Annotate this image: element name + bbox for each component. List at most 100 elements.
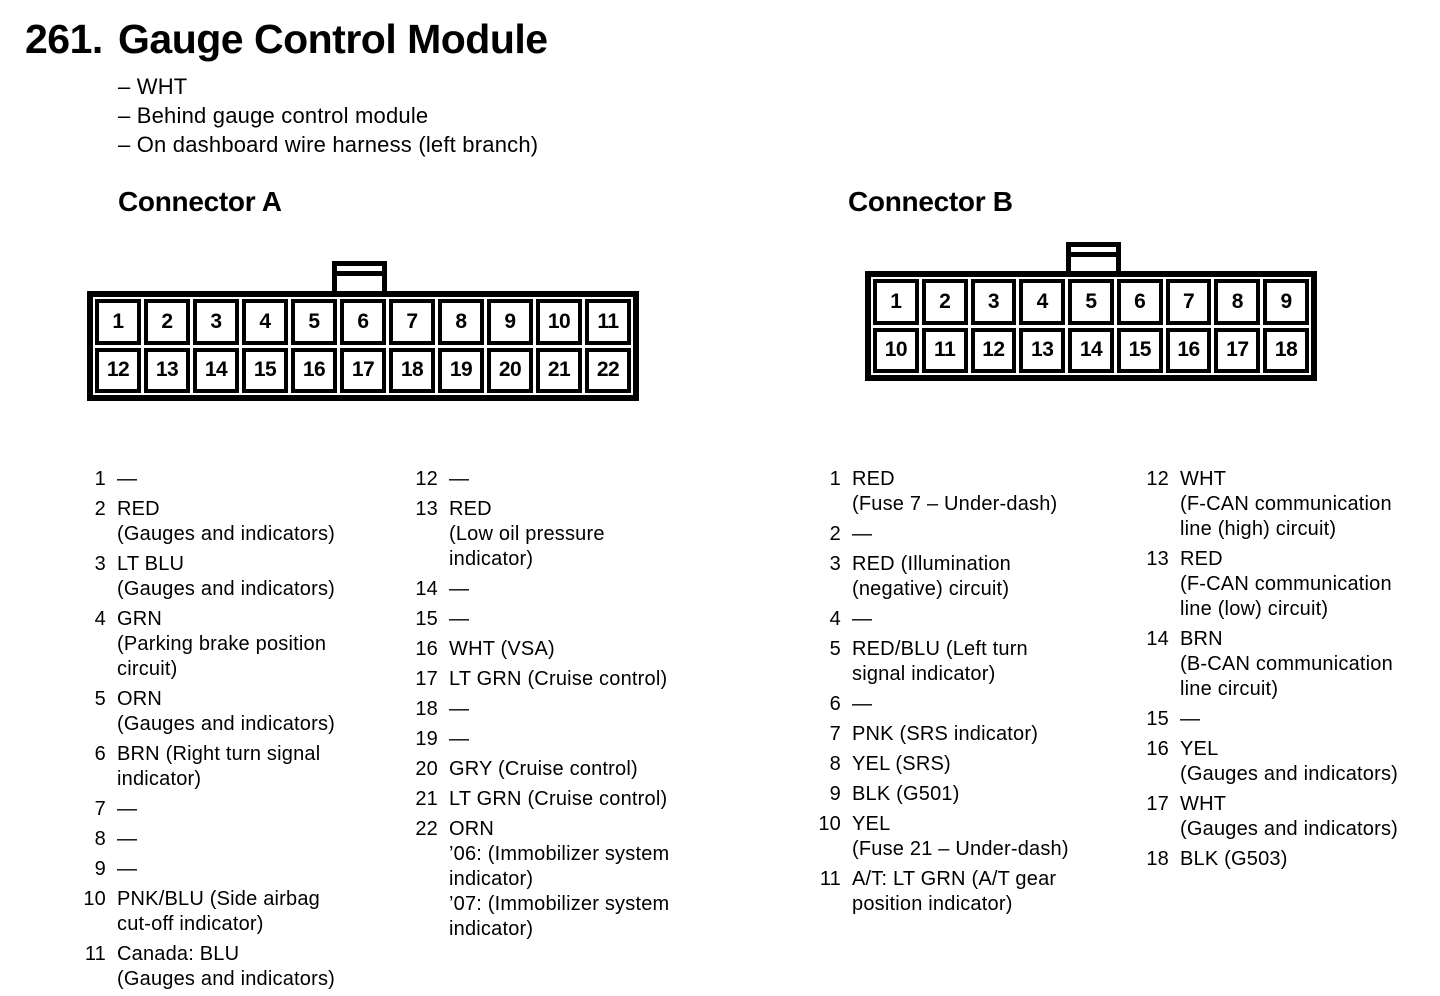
pin-number: 1 xyxy=(94,468,106,490)
connector-a-pin-cell: 19 xyxy=(438,347,484,393)
pin-description: — xyxy=(1180,708,1201,730)
pin-number: 2 xyxy=(94,498,106,520)
pin-number: 13 xyxy=(415,498,438,520)
pin-entry: 10 PNK/BLU (Side airbag cut-off indicato… xyxy=(79,887,414,937)
note-line: – On dashboard wire harness (left branch… xyxy=(118,132,539,157)
pin-number: 10 xyxy=(818,813,841,835)
connector-a-pin-cell: 17 xyxy=(340,347,386,393)
page-title: 261. Gauge Control Module xyxy=(25,16,548,63)
pin-entry: 18 — xyxy=(411,697,711,722)
pin-entry: 16 WHT (VSA) xyxy=(411,637,711,662)
connector-b-pin-list-col2: 12 WHT (F-CAN communication line (high) … xyxy=(1142,467,1438,877)
pin-description: — xyxy=(852,523,873,545)
connector-b-heading: Connector B xyxy=(848,186,1013,217)
pin-entry: 4 — xyxy=(814,607,1139,632)
connector-a-pin-cell: 4 xyxy=(242,299,288,345)
pin-entry: 6 — xyxy=(814,692,1139,717)
pin-entry: 12 WHT (F-CAN communication line (high) … xyxy=(1142,467,1438,542)
pin-number: 10 xyxy=(83,888,106,910)
pin-number: 3 xyxy=(94,553,106,575)
pin-number: 4 xyxy=(94,608,106,630)
pin-entry: 20 GRY (Cruise control) xyxy=(411,757,711,782)
connector-a-pin-cell: 1 xyxy=(95,299,141,345)
pin-description: WHT (F-CAN communication line (high) cir… xyxy=(1180,468,1392,540)
connector-a-pin-cell: 14 xyxy=(193,347,239,393)
pin-entry: 2 — xyxy=(814,522,1139,547)
pin-number: 18 xyxy=(415,698,438,720)
pin-number: 6 xyxy=(829,693,841,715)
pin-number: 15 xyxy=(415,608,438,630)
pin-description: — xyxy=(449,578,470,600)
pin-number: 4 xyxy=(829,608,841,630)
pin-number: 20 xyxy=(415,758,438,780)
pin-description: BLK (G503) xyxy=(1180,848,1288,870)
connector-a-heading: Connector A xyxy=(118,186,282,217)
pin-number: 5 xyxy=(94,688,106,710)
pin-description: PNK/BLU (Side airbag cut-off indicator) xyxy=(117,888,320,935)
pin-number: 22 xyxy=(415,818,438,840)
connector-b-pin-cell: 14 xyxy=(1068,327,1114,373)
pin-number: 9 xyxy=(94,858,106,880)
pin-description: PNK (SRS indicator) xyxy=(852,723,1039,745)
pin-description: — xyxy=(117,858,138,880)
pin-description: RED/BLU (Left turn signal indicator) xyxy=(852,638,1028,685)
pin-entry: 3 LT BLU (Gauges and indicators) xyxy=(79,552,414,602)
pin-description: RED (Illumination (negative) circuit) xyxy=(852,553,1012,600)
pin-entry: 22 ORN ’06: (Immobilizer system indicato… xyxy=(411,817,711,942)
connector-b-pin-cell: 10 xyxy=(873,327,919,373)
connector-b-pin-cell: 6 xyxy=(1116,279,1163,325)
pin-description: — xyxy=(449,728,470,750)
page-title-text: Gauge Control Module xyxy=(118,16,548,62)
pin-description: — xyxy=(117,828,138,850)
connector-a-pin-list-col1: 1 — 2 RED (Gauges and indicators) 3 LT B… xyxy=(79,467,414,996)
pin-entry: 21 LT GRN (Cruise control) xyxy=(411,787,711,812)
pin-number: 16 xyxy=(1146,738,1169,760)
pin-entry: 12 — xyxy=(411,467,711,492)
pin-entry: 11 Canada: BLU (Gauges and indicators) xyxy=(79,942,414,992)
pin-number: 8 xyxy=(829,753,841,775)
pin-entry: 17 LT GRN (Cruise control) xyxy=(411,667,711,692)
pin-number: 11 xyxy=(84,943,106,965)
pin-entry: 17 WHT (Gauges and indicators) xyxy=(1142,792,1438,842)
pin-number: 8 xyxy=(94,828,106,850)
pin-number: 17 xyxy=(1146,793,1169,815)
pin-description: ORN ’06: (Immobilizer system indicator) … xyxy=(449,818,670,940)
connector-a-pin-cell: 7 xyxy=(389,299,435,345)
pin-number: 13 xyxy=(1146,548,1169,570)
pin-entry: 2 RED (Gauges and indicators) xyxy=(79,497,414,547)
pin-description: YEL (SRS) xyxy=(852,753,951,775)
pin-description: BRN (B-CAN communication line circuit) xyxy=(1180,628,1393,700)
pin-entry: 11 A/T: LT GRN (A/T gear position indica… xyxy=(814,867,1139,917)
pin-description: A/T: LT GRN (A/T gear position indicator… xyxy=(852,868,1057,915)
pin-entry: 15 — xyxy=(1142,707,1438,732)
connector-a-pin-cell: 9 xyxy=(487,299,533,345)
pin-number: 12 xyxy=(415,468,438,490)
latch-slot xyxy=(337,271,382,276)
pin-entry: 18 BLK (G503) xyxy=(1142,847,1438,872)
pin-description: RED (F-CAN communication line (low) circ… xyxy=(1180,548,1392,620)
pin-description: RED (Gauges and indicators) xyxy=(117,498,336,545)
connector-b-pin-cell: 18 xyxy=(1263,327,1309,373)
pin-number: 19 xyxy=(415,728,438,750)
pin-entry: 14 — xyxy=(411,577,711,602)
connector-a-pin-cell: 15 xyxy=(242,347,288,393)
pin-description: WHT (Gauges and indicators) xyxy=(1180,793,1399,840)
pin-description: RED (Fuse 7 – Under-dash) xyxy=(852,468,1058,515)
pin-number: 16 xyxy=(415,638,438,660)
connector-a-pin-cell: 3 xyxy=(193,299,239,345)
pin-entry: 5 ORN (Gauges and indicators) xyxy=(79,687,414,737)
connector-b-pin-cell: 12 xyxy=(970,327,1017,373)
pin-entry: 10 YEL (Fuse 21 – Under-dash) xyxy=(814,812,1139,862)
connector-b-pin-cell: 13 xyxy=(1019,327,1066,373)
latch-slot xyxy=(1071,252,1116,257)
pin-description: YEL (Fuse 21 – Under-dash) xyxy=(852,813,1069,860)
section-number: 261. xyxy=(25,16,103,62)
pin-entry: 3 RED (Illumination (negative) circuit) xyxy=(814,552,1139,602)
pin-description: WHT (VSA) xyxy=(449,638,555,660)
connector-a-pin-cell: 5 xyxy=(291,299,337,345)
pin-number: 17 xyxy=(415,668,438,690)
pin-number: 11 xyxy=(819,868,841,890)
connector-a-pin-cell: 18 xyxy=(389,347,435,393)
